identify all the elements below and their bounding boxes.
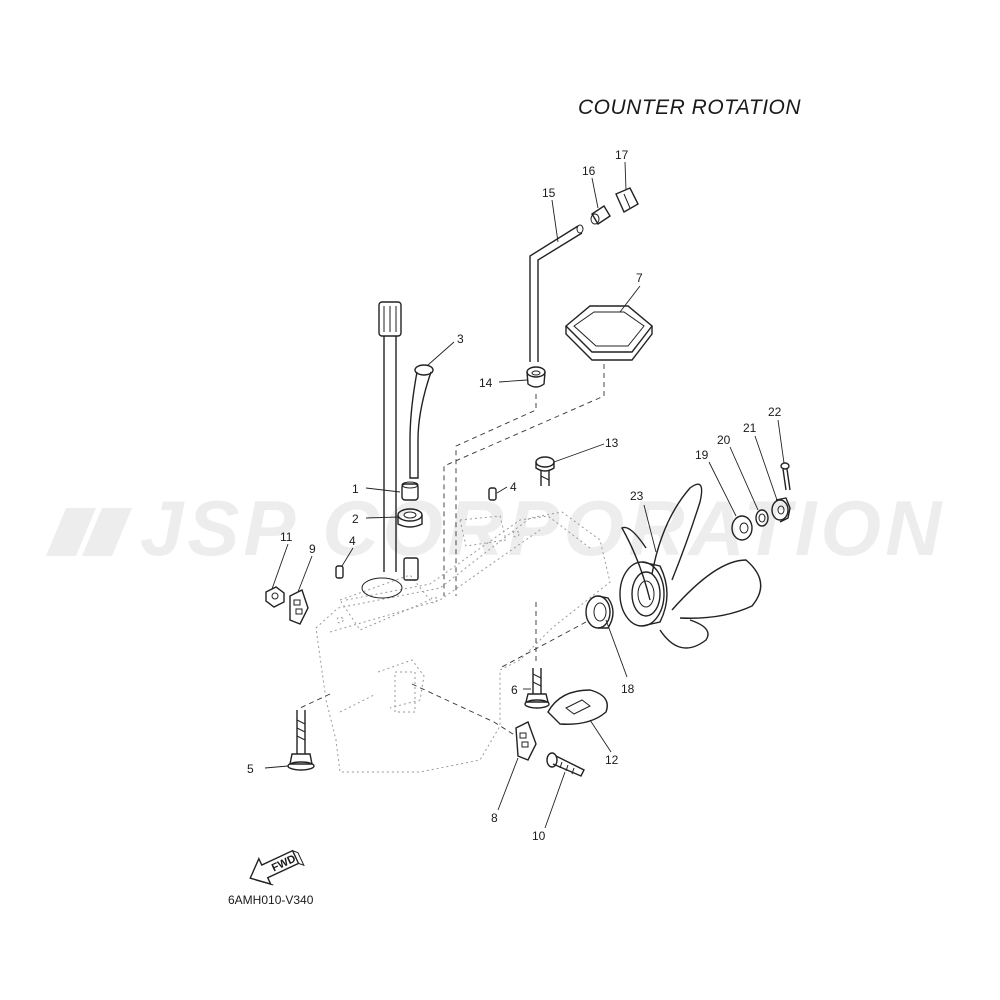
dowel-pins: [335, 487, 497, 579]
grommet: [526, 366, 546, 388]
callout-12: 12: [605, 753, 619, 767]
leader-lines: [264, 161, 785, 829]
callout-11: 11: [280, 530, 293, 544]
seal: [397, 508, 423, 528]
water-tube: [409, 364, 434, 479]
lower-casing-outline: [315, 511, 611, 773]
cotter-pin: [780, 462, 791, 491]
prop-nut: [771, 497, 791, 523]
fwd-arrow-icon: FWD: [249, 849, 305, 886]
spacer-19: [731, 515, 753, 541]
callout-19: 19: [695, 448, 709, 462]
bushing: [401, 481, 419, 501]
callout-6: 6: [511, 683, 518, 697]
pump-stub: [403, 557, 419, 581]
trim-tab: [547, 689, 608, 725]
watermark-logo-icon: [46, 508, 132, 556]
callout-1: 1: [352, 482, 359, 496]
anode-lower: [515, 721, 537, 761]
clip-17: [615, 187, 639, 213]
callout-4b: 4: [349, 534, 356, 548]
callout-13: 13: [605, 436, 619, 450]
callout-4a: 4: [510, 480, 517, 494]
trim-anode-upper: [289, 589, 309, 625]
callout-23: 23: [630, 489, 644, 503]
diagram-code: 6AMH010-V340: [228, 893, 314, 907]
callout-17: 17: [615, 148, 629, 162]
callout-15: 15: [542, 186, 556, 200]
callout-7: 7: [636, 271, 643, 285]
callout-5: 5: [247, 762, 254, 776]
callout-21: 21: [743, 421, 757, 435]
bolt-13: [535, 456, 555, 486]
watermark-text: JSP CORPORATION: [140, 484, 945, 572]
tube-16: [590, 205, 611, 225]
callout-3: 3: [457, 332, 464, 346]
washer-20: [755, 509, 769, 527]
spacer-18: [585, 595, 614, 629]
callout-22: 22: [768, 405, 782, 419]
alignment-lines: [299, 364, 605, 737]
callout-2: 2: [352, 512, 359, 526]
bolt-5: [287, 710, 315, 771]
callout-9: 9: [309, 542, 316, 556]
callout-14: 14: [479, 376, 493, 390]
screw: [546, 752, 585, 777]
watermark: JSP CORPORATION: [46, 484, 945, 572]
callout-10: 10: [532, 829, 546, 843]
callout-18: 18: [621, 682, 635, 696]
fwd-label: FWD: [270, 853, 298, 874]
pump-base: [339, 574, 431, 631]
bolt-6: [524, 668, 550, 709]
cooling-tube: [529, 224, 584, 362]
drive-shaft: [378, 301, 402, 572]
nut: [265, 586, 285, 608]
callout-16: 16: [582, 164, 596, 178]
gasket: [564, 305, 653, 361]
callout-20: 20: [717, 433, 731, 447]
diagram-title: COUNTER ROTATION: [578, 96, 802, 119]
propeller: [619, 483, 762, 649]
callouts: 1 2 3 4 4 5 6 7 8 9 10 11 12 13 14 15 16…: [247, 148, 782, 843]
callout-8: 8: [491, 811, 498, 825]
